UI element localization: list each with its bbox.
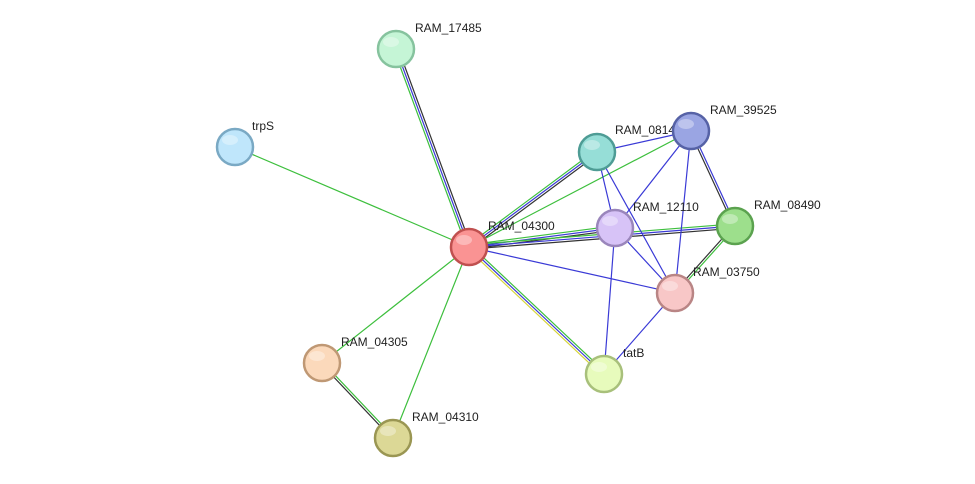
edge-RAM_04300-RAM_12110[interactable] bbox=[468, 225, 616, 250]
node-circle[interactable] bbox=[577, 132, 617, 172]
node-highlight bbox=[602, 216, 618, 226]
node-trpS[interactable]: trpS bbox=[215, 119, 274, 167]
node-circle[interactable] bbox=[715, 206, 755, 246]
node-circle[interactable] bbox=[302, 343, 342, 383]
node-circle[interactable] bbox=[215, 127, 255, 167]
node-highlight bbox=[309, 351, 325, 361]
edge-evidence-green bbox=[467, 149, 597, 246]
node-RAM_39525[interactable]: RAM_39525 bbox=[671, 103, 777, 151]
node-label: trpS bbox=[252, 119, 274, 133]
node-circle[interactable] bbox=[595, 208, 635, 248]
node-highlight bbox=[584, 140, 600, 150]
edge-RAM_04300-trpS[interactable] bbox=[234, 146, 470, 248]
edge-RAM_04300-RAM_39525[interactable] bbox=[468, 130, 692, 248]
node-highlight bbox=[380, 426, 396, 436]
edge-evidence-yellow bbox=[466, 248, 604, 377]
edge-evidence-green bbox=[234, 146, 470, 248]
node-label: RAM_0814 bbox=[615, 123, 675, 137]
node-highlight bbox=[383, 37, 399, 47]
edge-evidence-black bbox=[468, 229, 616, 250]
edge-evidence-blue bbox=[614, 130, 692, 229]
edge-RAM_04300-RAM_08145[interactable] bbox=[467, 149, 599, 250]
edge-evidence-green bbox=[392, 246, 470, 439]
edge-evidence-black bbox=[469, 153, 599, 250]
node-circle[interactable] bbox=[449, 227, 489, 267]
node-RAM_08490[interactable]: RAM_08490 bbox=[715, 198, 821, 246]
edge-RAM_12110-tatB[interactable] bbox=[603, 227, 616, 375]
node-highlight bbox=[662, 281, 678, 291]
node-RAM_04300[interactable]: RAM_04300 bbox=[449, 219, 555, 267]
node-RAM_04310[interactable]: RAM_04310 bbox=[373, 410, 479, 458]
node-RAM_04305[interactable]: RAM_04305 bbox=[302, 335, 408, 383]
edge-evidence-blue bbox=[468, 151, 598, 248]
node-circle[interactable] bbox=[376, 29, 416, 69]
edge-RAM_04300-RAM_03750[interactable] bbox=[468, 246, 676, 294]
node-circle[interactable] bbox=[655, 273, 695, 313]
node-highlight bbox=[678, 119, 694, 129]
edge-evidence-blue bbox=[468, 227, 616, 248]
edge-RAM_04300-RAM_04310[interactable] bbox=[392, 246, 470, 439]
node-RAM_12110[interactable]: RAM_12110 bbox=[595, 200, 699, 248]
node-label: RAM_03750 bbox=[693, 265, 760, 279]
edge-evidence-blue bbox=[468, 246, 605, 375]
node-highlight bbox=[222, 135, 238, 145]
edge-evidence-blue bbox=[674, 130, 692, 294]
node-circle[interactable] bbox=[373, 418, 413, 458]
node-RAM_03750[interactable]: RAM_03750 bbox=[655, 265, 760, 313]
node-label: RAM_17485 bbox=[415, 21, 482, 35]
edge-evidence-blue bbox=[395, 48, 470, 248]
edge-RAM_08145-RAM_03750[interactable] bbox=[596, 151, 676, 294]
node-highlight bbox=[456, 235, 472, 245]
node-label: RAM_04305 bbox=[341, 335, 408, 349]
node-RAM_08145[interactable]: RAM_0814 bbox=[577, 123, 675, 172]
edge-RAM_39525-RAM_12110[interactable] bbox=[614, 130, 692, 229]
node-RAM_17485[interactable]: RAM_17485 bbox=[376, 21, 482, 69]
edge-RAM_39525-RAM_03750[interactable] bbox=[674, 130, 692, 294]
edge-evidence-blue bbox=[603, 227, 616, 375]
node-highlight bbox=[591, 362, 607, 372]
node-label: RAM_12110 bbox=[633, 200, 699, 214]
node-label: RAM_39525 bbox=[710, 103, 777, 117]
edge-evidence-black bbox=[397, 47, 472, 247]
node-label: RAM_04310 bbox=[412, 410, 479, 424]
edge-evidence-blue bbox=[596, 151, 676, 294]
edge-evidence-green bbox=[468, 225, 616, 246]
node-circle[interactable] bbox=[584, 354, 624, 394]
edge-evidence-green bbox=[469, 244, 607, 373]
edge-evidence-green bbox=[321, 246, 470, 364]
node-label: RAM_04300 bbox=[488, 219, 555, 233]
edge-RAM_04300-RAM_04305[interactable] bbox=[321, 246, 470, 364]
node-highlight bbox=[722, 214, 738, 224]
node-circle[interactable] bbox=[671, 111, 711, 151]
node-label: tatB bbox=[623, 346, 644, 360]
edge-evidence-blue bbox=[468, 246, 676, 294]
edge-RAM_04300-tatB[interactable] bbox=[466, 244, 607, 377]
edge-evidence-green bbox=[468, 130, 692, 248]
node-label: RAM_08490 bbox=[754, 198, 821, 212]
node-tatB[interactable]: tatB bbox=[584, 346, 644, 394]
edge-RAM_04300-RAM_17485[interactable] bbox=[393, 47, 472, 249]
edge-evidence-green bbox=[393, 49, 468, 249]
